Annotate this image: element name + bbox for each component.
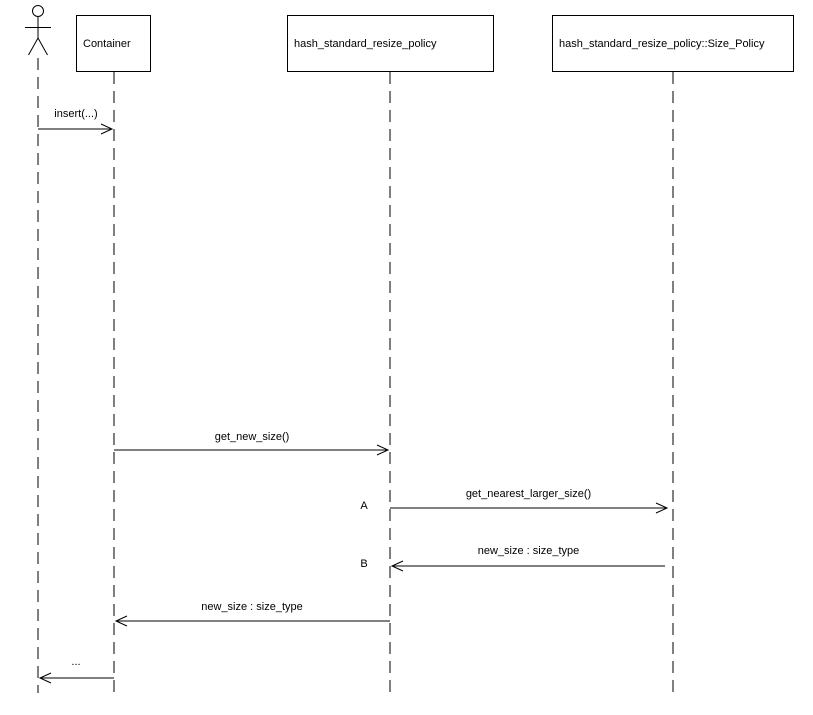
sequence-marker-a: A bbox=[360, 500, 368, 512]
message-label-new-size-return-b: new_size : size_type bbox=[477, 545, 580, 557]
lifeline-label-container: Container bbox=[83, 37, 131, 50]
message-label-insert: insert(...) bbox=[54, 108, 98, 120]
message-label-get-new-size: get_new_size() bbox=[214, 431, 290, 443]
actor-icon bbox=[25, 5, 51, 56]
message-label-get-nearest-larger-size: get_nearest_larger_size() bbox=[465, 488, 592, 500]
sequence-marker-b: B bbox=[360, 558, 368, 570]
lifeline-head-size-policy: hash_standard_resize_policy::Size_Policy bbox=[552, 15, 794, 72]
message-label-return-dots: ... bbox=[71, 656, 81, 668]
lifeline-head-container: Container bbox=[76, 15, 151, 72]
lifeline-head-resize-policy: hash_standard_resize_policy bbox=[287, 15, 494, 72]
lifeline-label-resize-policy: hash_standard_resize_policy bbox=[294, 37, 437, 50]
message-label-new-size-return: new_size : size_type bbox=[201, 601, 303, 613]
lifeline-label-size-policy: hash_standard_resize_policy::Size_Policy bbox=[559, 37, 765, 50]
